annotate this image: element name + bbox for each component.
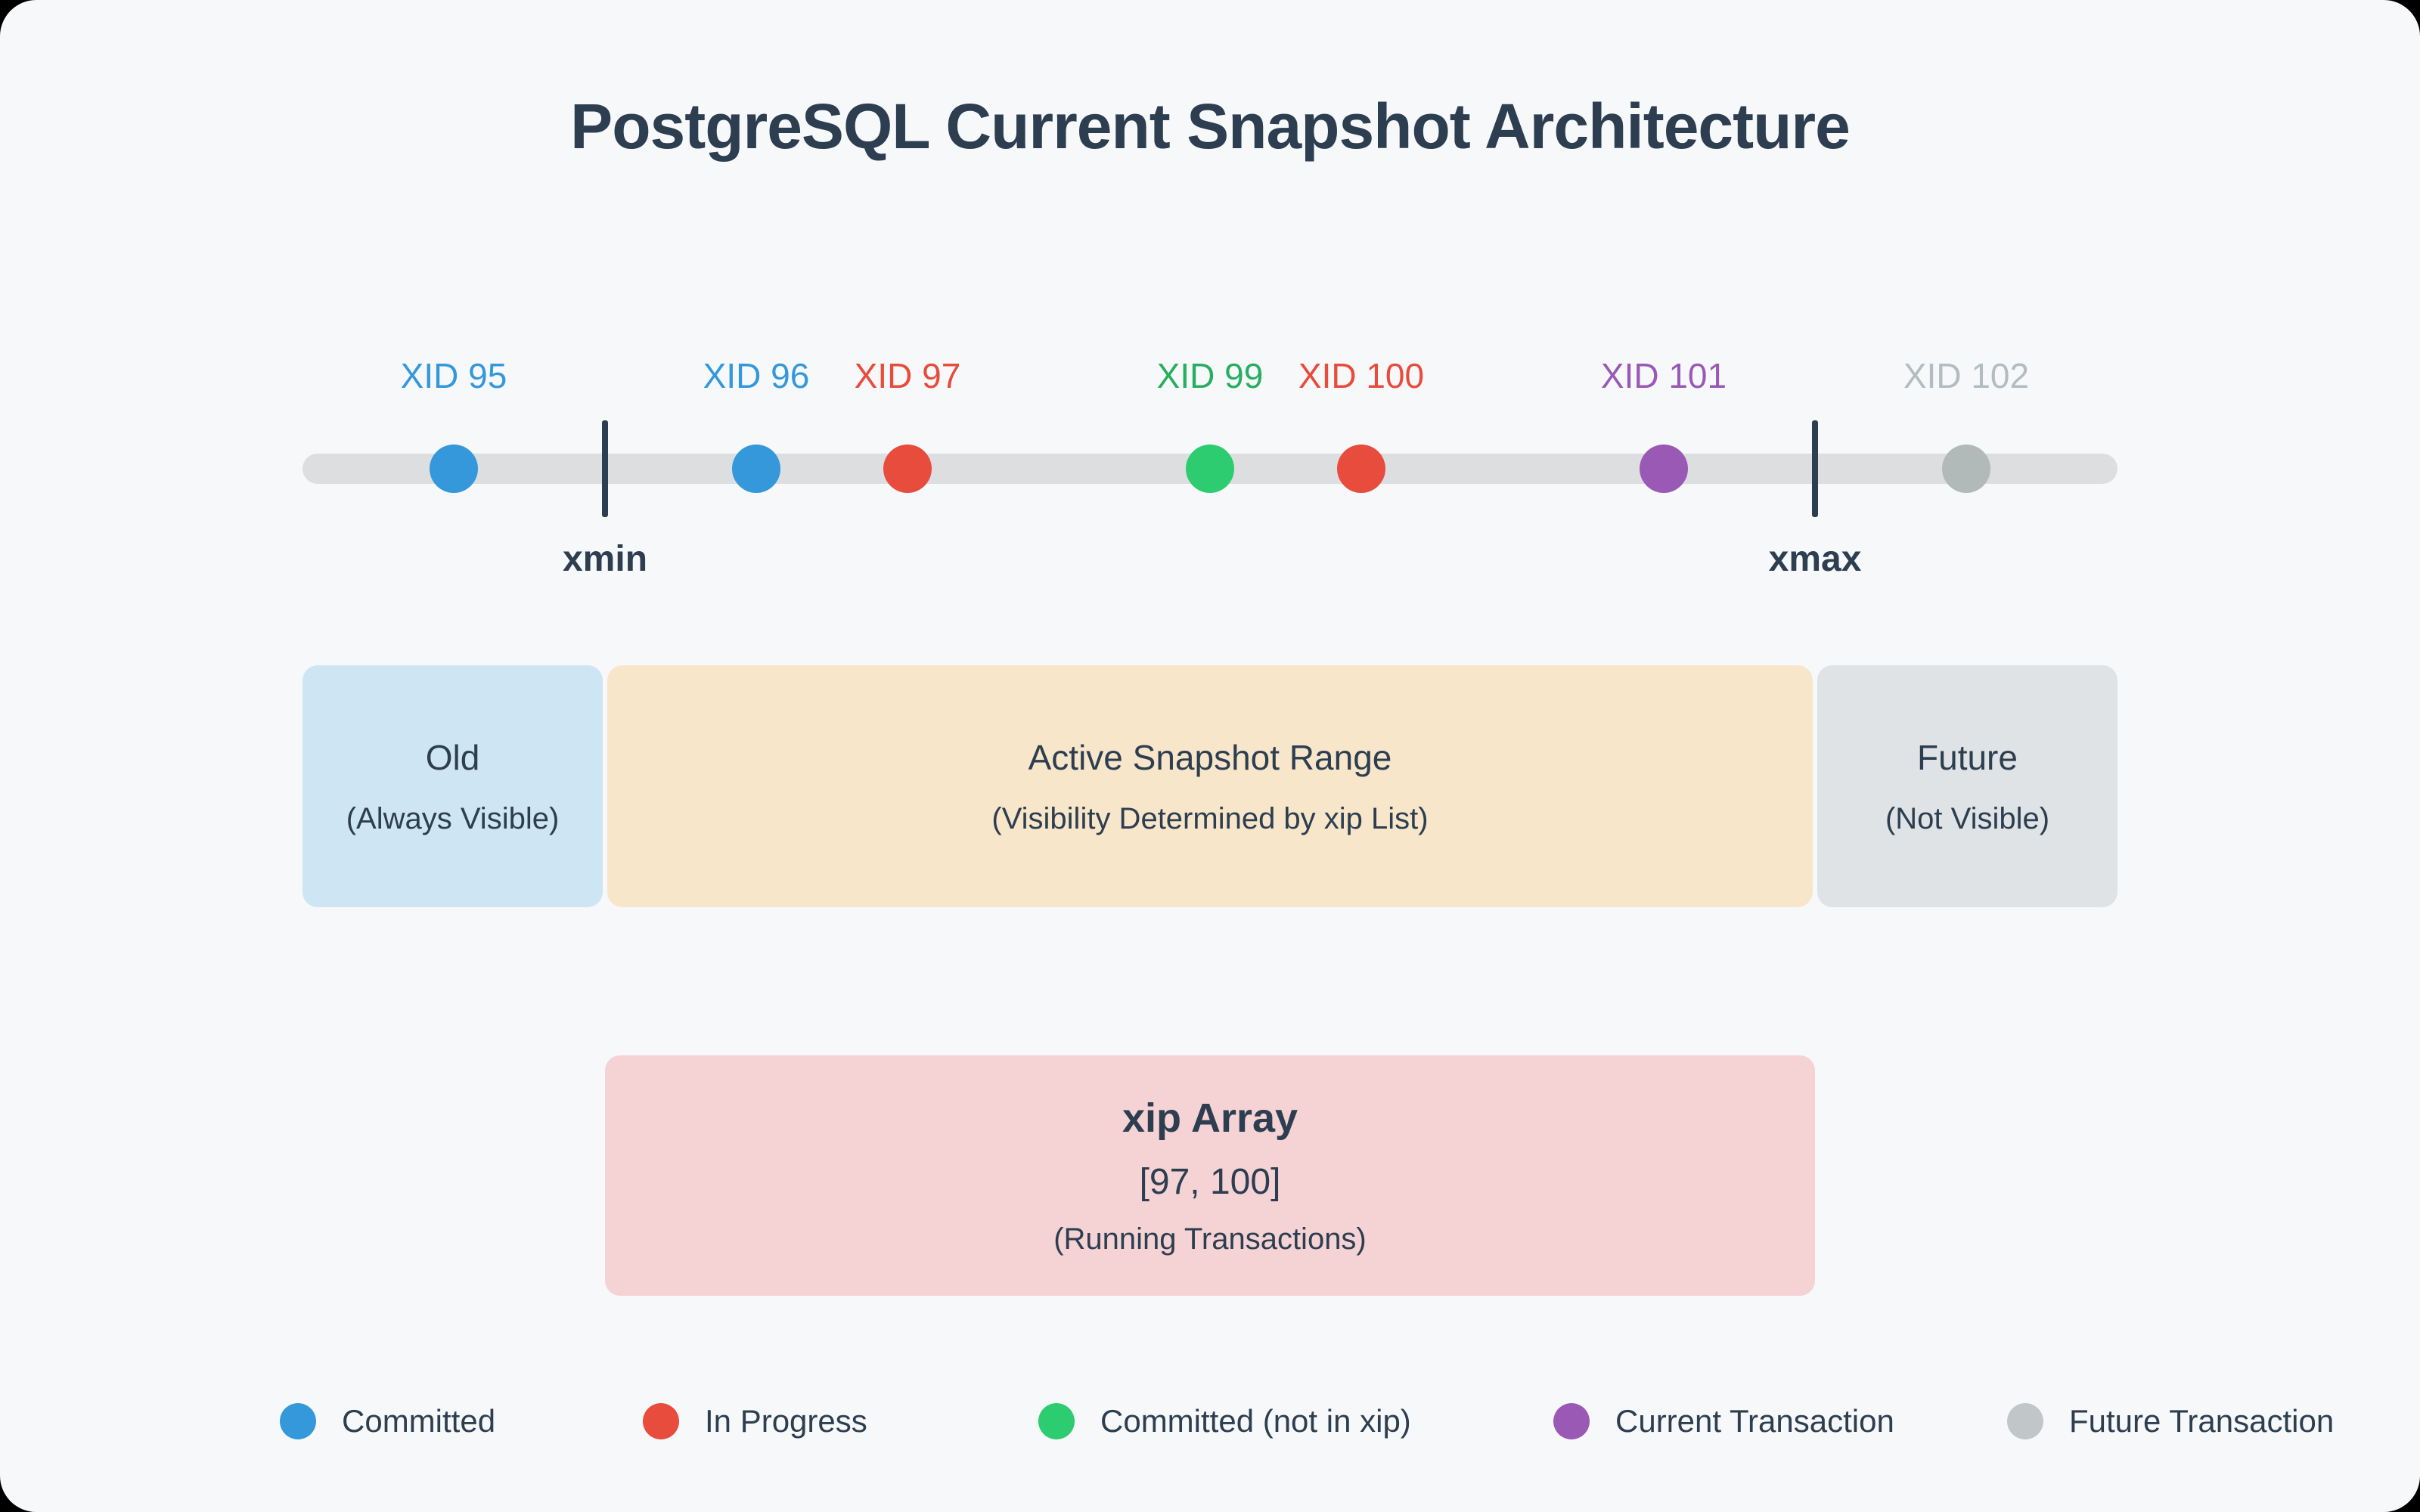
legend-current-transaction-dot-icon [1553,1403,1590,1439]
xmax-label: xmax [1768,539,1862,579]
legend-committed-not-in-xip-label: Committed (not in xip) [1100,1403,1411,1439]
legend-committed-label: Committed [342,1403,496,1439]
legend-item-future-transaction: Future Transaction [2007,1403,2334,1439]
range-future-subtitle: (Not Visible) [1885,801,2050,835]
xid-label-96: XID 96 [703,356,810,395]
legend-item-in-progress: In Progress [643,1403,867,1439]
legend-future-transaction-label: Future Transaction [2069,1403,2335,1439]
xid-dot-97-in-progress [883,445,932,493]
xid-label-100: XID 100 [1298,356,1425,395]
range-box-future: Future (Not Visible) [1817,665,2118,907]
range-old-subtitle: (Always Visible) [346,801,560,835]
xip-array-box: xip Array [97, 100] (Running Transaction… [605,1055,1815,1296]
legend-committed-dot-icon [280,1403,316,1439]
page-title: PostgreSQL Current Snapshot Architecture [570,91,1851,162]
range-future-title: Future [1917,737,2018,777]
xip-array-subtitle: (Running Transactions) [1053,1222,1367,1256]
xid-dot-99-committed [1186,445,1234,493]
legend-item-committed-not-in-xip: Committed (not in xip) [1038,1403,1411,1439]
legend-in-progress-label: In Progress [705,1403,867,1439]
xip-array-value: [97, 100] [1139,1162,1281,1202]
xmax-tick [1812,420,1818,517]
xid-dot-101-current [1640,445,1688,493]
xmin-tick [602,420,608,517]
xid-label-95: XID 95 [400,356,507,395]
legend-committed-not-in-xip-dot-icon [1038,1403,1075,1439]
legend-in-progress-dot-icon [643,1403,679,1439]
xid-label-99: XID 99 [1156,356,1264,395]
xid-label-101: XID 101 [1600,356,1727,395]
legend-item-current-transaction: Current Transaction [1553,1403,1894,1439]
range-box-active-snapshot: Active Snapshot Range (Visibility Determ… [607,665,1813,907]
legend-future-transaction-dot-icon [2007,1403,2043,1439]
legend-current-transaction-label: Current Transaction [1615,1403,1894,1439]
range-box-old: Old (Always Visible) [302,665,603,907]
legend-item-committed: Committed [280,1403,495,1439]
xmin-label: xmin [562,539,648,579]
xid-label-97: XID 97 [854,356,961,395]
xid-label-102: XID 102 [1903,356,2030,395]
range-active-title: Active Snapshot Range [1028,737,1392,777]
xid-dot-100-in-progress [1337,445,1385,493]
xid-dot-95-committed [430,445,478,493]
range-old-title: Old [425,737,480,777]
xid-dot-96-committed [732,445,780,493]
xid-dot-102-future [1942,445,1990,493]
range-active-subtitle: (Visibility Determined by xip List) [991,801,1429,835]
xip-array-title: xip Array [1122,1095,1298,1141]
